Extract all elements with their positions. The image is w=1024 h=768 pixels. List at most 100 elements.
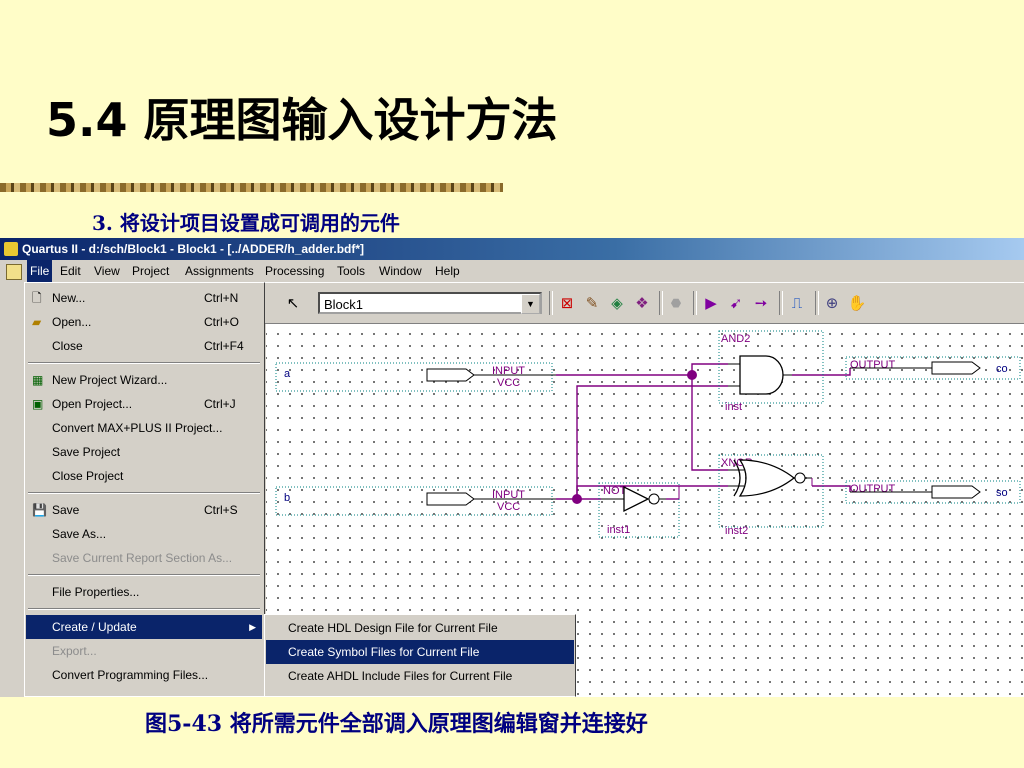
start-compile-icon[interactable]: ▶ — [705, 294, 717, 312]
window-titlebar: Quartus II - d:/sch/Block1 - Block1 - [.… — [0, 238, 1024, 260]
not-gate-frame — [598, 482, 680, 538]
menu-processing[interactable]: Processing — [265, 264, 325, 278]
input-a-label: a — [284, 368, 291, 380]
input-b-label: b — [284, 492, 290, 504]
decorative-bar — [0, 183, 503, 192]
menu-item-create-update[interactable]: Create / Update▶ — [26, 615, 262, 639]
wizard-icon: ▦ — [32, 373, 44, 387]
menu-item-save-report-section: Save Current Report Section As... — [52, 551, 233, 565]
menu-view[interactable]: View — [94, 264, 120, 278]
and-gate-symbol[interactable] — [739, 355, 784, 395]
left-panel — [0, 282, 24, 697]
toolbar-separator — [549, 291, 553, 315]
not-gate-symbol[interactable] — [623, 485, 650, 513]
slide-title: 5.4 原理图输入设计方法 — [46, 93, 558, 147]
whats-this-icon[interactable]: ↖ — [286, 294, 300, 312]
programmer-icon[interactable]: ⊕ — [825, 294, 839, 312]
menu-help[interactable]: Help — [435, 264, 460, 278]
output-co-frame — [845, 356, 1021, 380]
menu-item-open[interactable]: ▰Open...Ctrl+O — [32, 315, 240, 329]
menu-separator — [28, 608, 260, 610]
open-folder-icon: ▰ — [32, 315, 42, 329]
and-gate-frame — [718, 330, 824, 404]
xnor-gate-bubble — [794, 472, 806, 484]
input-a-pin[interactable] — [426, 368, 475, 382]
save-icon: 💾 — [32, 503, 47, 517]
figure-caption: 图5-43 将所需元件全部调入原理图编辑窗并连接好 — [145, 711, 648, 737]
menu-item-open-project[interactable]: ▣Open Project...Ctrl+J — [32, 397, 236, 411]
output-so-label: so — [996, 487, 1008, 499]
menu-item-export: Export... — [52, 644, 97, 658]
submenu-item-create-hdl[interactable]: Create HDL Design File for Current File — [288, 621, 498, 635]
menu-item-new-project-wizard[interactable]: ▦New Project Wizard... — [32, 373, 168, 387]
toolbar-separator — [659, 291, 663, 315]
input-b-type: INPUT — [492, 489, 525, 501]
quartus-app-icon — [4, 242, 18, 256]
menu-item-convert-programming-files[interactable]: Convert Programming Files... — [52, 668, 209, 682]
analysis-icon[interactable]: ➹ — [729, 294, 743, 312]
menu-item-save-as[interactable]: Save As... — [52, 527, 107, 541]
xnor-gate-inst: inst2 — [725, 525, 748, 537]
pencil-icon[interactable]: ✎ — [585, 294, 599, 312]
toolbar-separator — [815, 291, 819, 315]
simulator-icon[interactable]: ⎍ — [791, 294, 803, 312]
menu-item-convert-maxplus[interactable]: Convert MAX+PLUS II Project... — [52, 421, 223, 435]
settings-icon[interactable]: ◈ — [611, 294, 623, 312]
output-so-pin[interactable] — [931, 485, 981, 499]
menu-item-save-project[interactable]: Save Project — [52, 445, 121, 459]
chevron-down-icon[interactable]: ▼ — [521, 294, 540, 314]
assignments-icon[interactable]: ❖ — [635, 294, 649, 312]
block-combo-value: Block1 — [324, 297, 364, 312]
junction-dot — [572, 494, 582, 504]
input-b-frame — [275, 486, 553, 516]
input-a-frame — [275, 362, 553, 392]
not-gate-bubble — [648, 493, 660, 505]
input-b-pin[interactable] — [426, 492, 475, 506]
output-co-pin[interactable] — [931, 361, 981, 375]
submenu-arrow-icon: ▶ — [249, 622, 256, 632]
slide-subtitle: 3. 将设计项目设置成可调用的元件 — [92, 211, 400, 235]
submenu-item-create-symbol[interactable]: Create Symbol Files for Current File — [266, 640, 574, 664]
toolbar-separator — [693, 291, 697, 315]
chip-planner-icon[interactable]: ✋ — [847, 294, 867, 312]
schematic-diagram: a INPUT VCC b INPUT VCC — [275, 330, 1021, 538]
menu-file[interactable]: File — [27, 260, 53, 282]
menu-assignments[interactable]: Assignments — [185, 264, 254, 278]
menu-item-new[interactable]: 🗋New...Ctrl+N — [32, 291, 239, 305]
menubar: File Edit View Project Assignments Proce… — [0, 260, 1024, 282]
timing-icon[interactable]: ➙ — [754, 294, 768, 312]
menu-tools[interactable]: Tools — [337, 264, 366, 278]
menu-edit[interactable]: Edit — [60, 264, 81, 278]
submenu-item-create-ahdl-include[interactable]: Create AHDL Include Files for Current Fi… — [288, 669, 513, 683]
and-gate-inst: inst — [725, 401, 742, 413]
not-gate-type: NOT — [603, 485, 627, 497]
stop-icon[interactable]: ⬣ — [670, 296, 682, 310]
menu-item-close-project[interactable]: Close Project — [52, 469, 124, 483]
chip-editor-icon[interactable]: ⊠ — [560, 294, 574, 312]
open-project-icon: ▣ — [32, 397, 44, 411]
block-combo[interactable]: Block1 ▼ — [318, 292, 542, 314]
input-a-type: INPUT — [492, 365, 525, 377]
quartus-window: Quartus II - d:/sch/Block1 - Block1 - [.… — [0, 238, 1024, 697]
menu-window[interactable]: Window — [379, 264, 422, 278]
menu-project[interactable]: Project — [132, 264, 170, 278]
menu-separator — [28, 362, 260, 364]
window-title: Quartus II - d:/sch/Block1 - Block1 - [.… — [22, 242, 365, 256]
menu-separator — [28, 492, 260, 494]
document-icon[interactable] — [6, 264, 22, 280]
wires — [556, 363, 851, 500]
input-b-vcc: VCC — [497, 501, 520, 513]
menu-item-file-properties[interactable]: File Properties... — [52, 585, 140, 599]
output-co-type: OUTPUT — [850, 359, 896, 371]
not-gate-inst: inst1 — [607, 524, 630, 536]
xnor-gate-symbol[interactable] — [738, 459, 796, 497]
output-co-label: co — [996, 363, 1008, 375]
create-update-submenu: Create HDL Design File for Current File … — [264, 614, 576, 697]
new-file-icon: 🗋 — [32, 291, 42, 305]
xnor-gate-frame — [718, 454, 824, 528]
toolbar-separator — [779, 291, 783, 315]
toolbar: ↖ Block1 ▼ ⊠ ✎ ◈ ❖ ⬣ ▶ ➹ ➙ ⎍ ⊕ ✋ — [265, 282, 1024, 324]
